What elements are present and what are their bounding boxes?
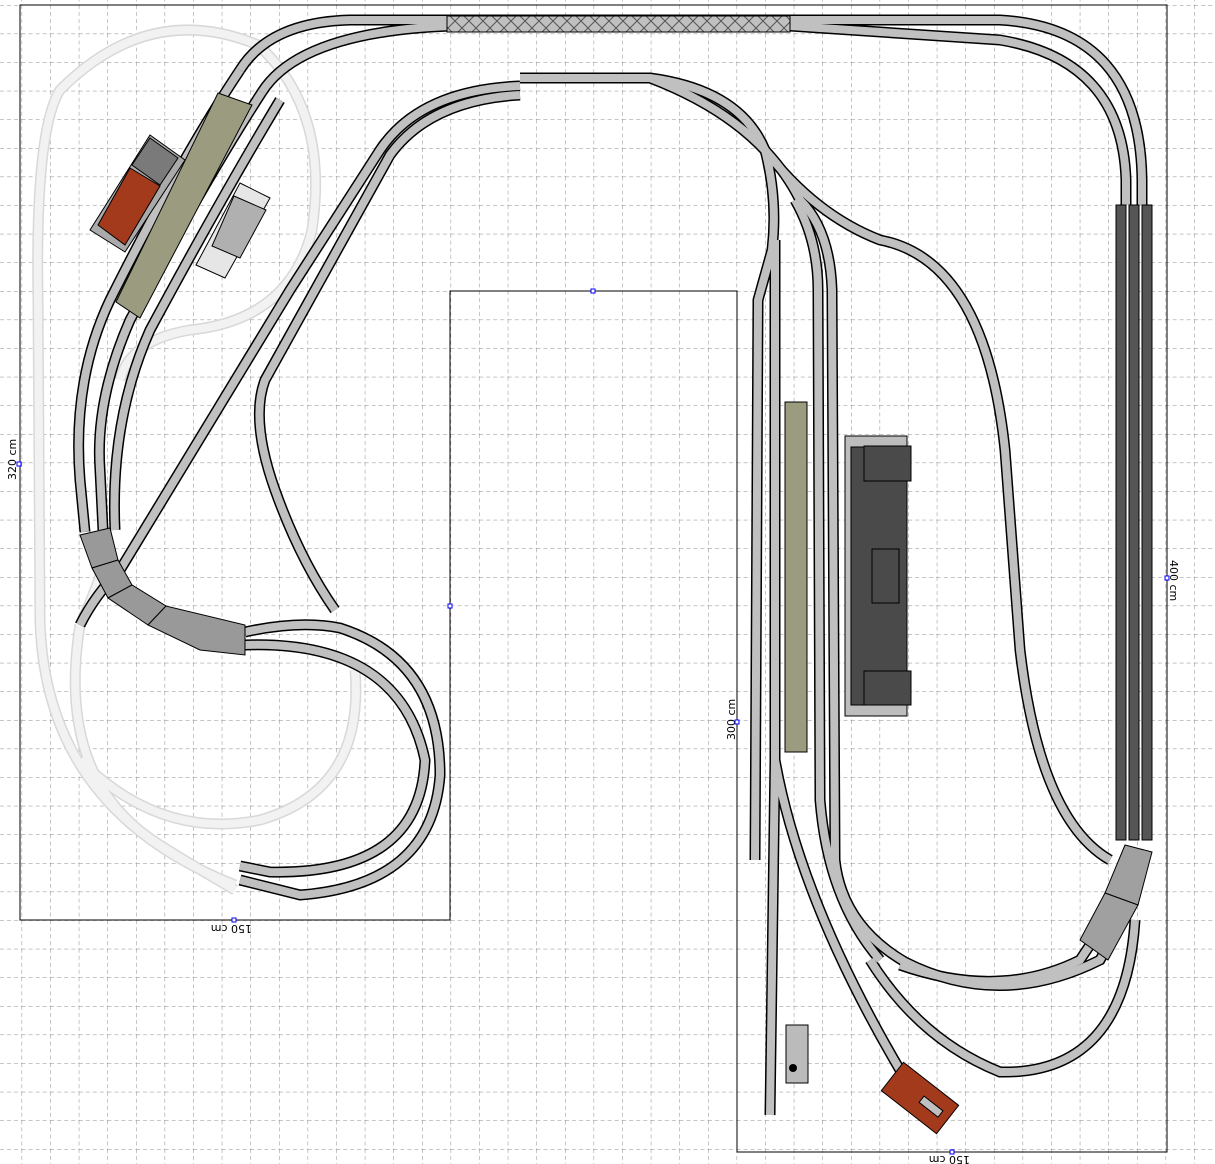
track-segment[interactable]: [116, 82, 521, 573]
station-roof-center: [871, 548, 900, 604]
baseboard-outline: [19, 4, 1168, 1153]
platform-left: [115, 92, 253, 319]
tracks[interactable]: [73, 14, 1148, 1116]
dimension-label: 320 cm: [6, 439, 19, 480]
dimension-label: 150 cm: [929, 1153, 970, 1164]
track-segment[interactable]: [866, 919, 1139, 1077]
dimension-label: 150 cm: [211, 922, 252, 935]
building-gray-roof: [131, 137, 179, 186]
station-roof-south: [863, 670, 912, 706]
small-shed: [785, 1024, 809, 1084]
building-red-roof: [97, 167, 161, 246]
engine-shed: [880, 1061, 960, 1135]
track-segment[interactable]: [239, 640, 430, 877]
water-tower: [789, 1064, 797, 1072]
track-segment[interactable]: [255, 91, 521, 613]
track-segment[interactable]: [110, 97, 284, 531]
turntable-segment[interactable]: [1079, 892, 1139, 961]
bridge[interactable]: [446, 15, 791, 33]
dimension-label: 400 cm: [1167, 560, 1180, 601]
track-segment[interactable]: [761, 147, 1113, 864]
dimension-handles[interactable]: [16, 288, 1170, 1155]
track-segment[interactable]: [791, 198, 884, 963]
curved-switch-blocks[interactable]: [79, 527, 246, 656]
fiddle-yard[interactable]: [1115, 204, 1153, 841]
dimension-label: 300 cm: [725, 699, 738, 740]
track-segment[interactable]: [236, 16, 1146, 205]
track-segment[interactable]: [258, 22, 1130, 205]
platform-center: [784, 401, 808, 753]
small-station-roof: [211, 195, 267, 259]
track-segment[interactable]: [771, 759, 904, 1073]
track-segment[interactable]: [898, 897, 1124, 986]
station-roof-north: [863, 445, 912, 482]
track-segment[interactable]: [239, 620, 445, 900]
